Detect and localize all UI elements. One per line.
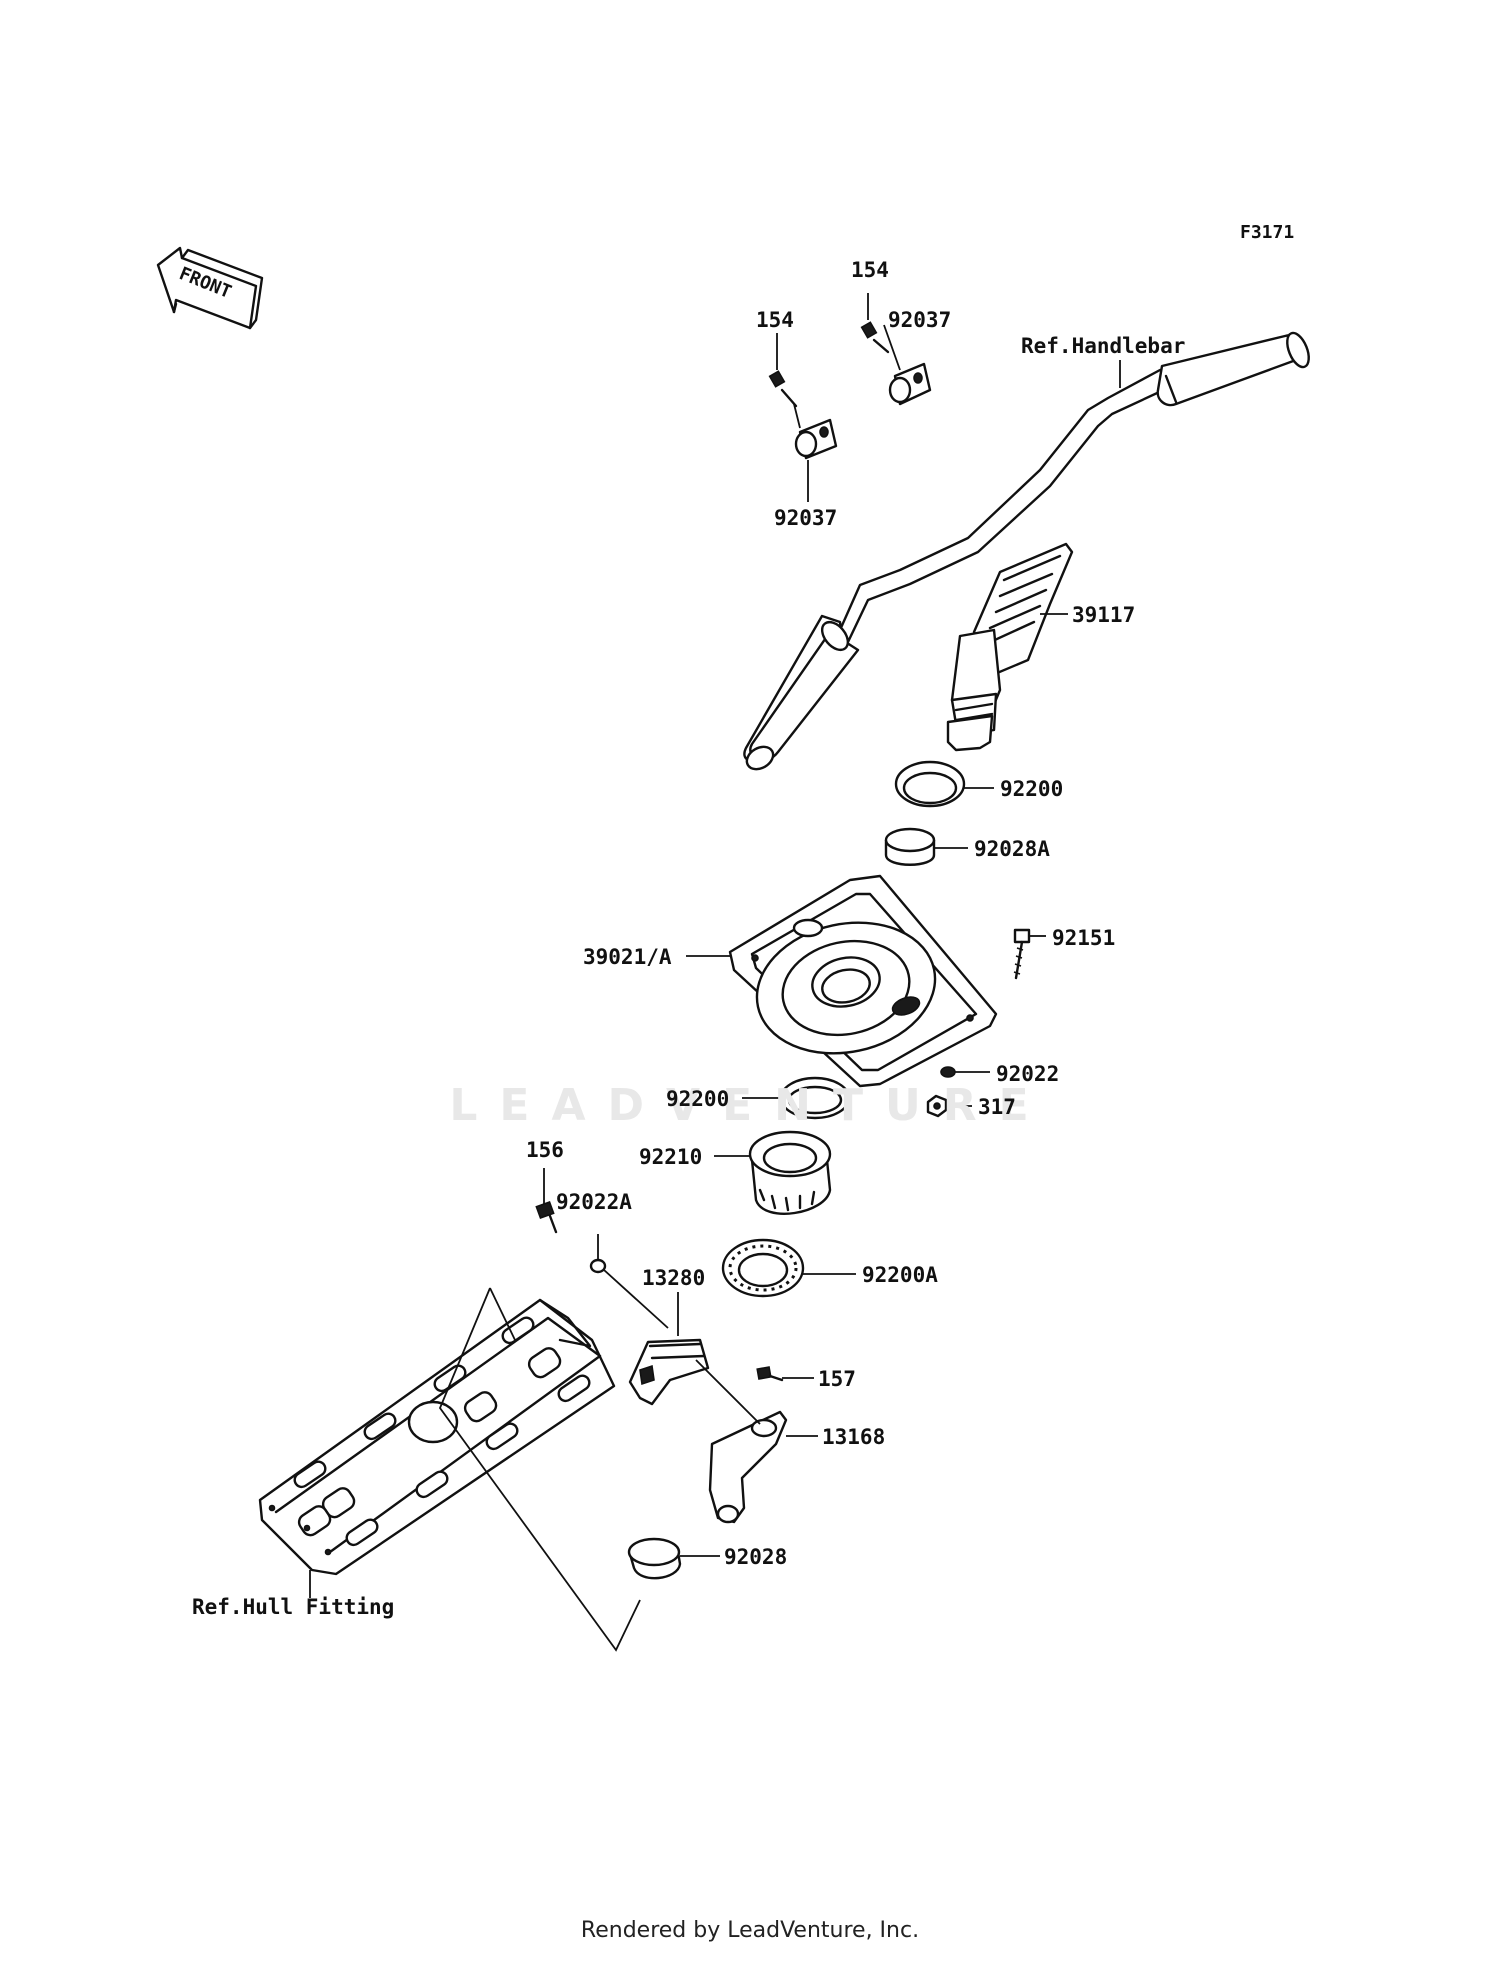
label-39117: 39117 [1072,603,1136,627]
bolt-154-left [768,370,798,408]
label-92028A: 92028A [974,837,1050,861]
clamp-92037-left [794,418,838,460]
lever-13168 [708,1410,788,1524]
hull-fitting [258,1298,616,1576]
label-39021A: 39021/A [583,945,672,969]
label-92210: 92210 [639,1145,703,1169]
label-92022A: 92022A [556,1190,632,1214]
throttle-cable-39117 [946,542,1074,752]
watermark: LEADVENTURE [449,1080,1051,1131]
washer-92022 [940,1066,956,1078]
steering-cover-39021A [728,874,998,1088]
label-92151: 92151 [1052,926,1116,950]
label-13280: 13280 [642,1266,706,1290]
bolt-157 [756,1366,784,1382]
nut-317 [926,1094,948,1118]
bolt-156 [535,1200,558,1234]
front-arrow-icon: FRONT [156,246,264,330]
label-317: 317 [978,1095,1016,1119]
bolt-92151 [1013,928,1031,980]
label-92200A: 92200A [862,1263,938,1287]
label-92037-right: 92037 [888,308,952,332]
leader-lines [309,293,1121,1652]
bushing-92210 [748,1130,832,1215]
handlebar [743,331,1310,771]
label-157: 157 [818,1367,856,1391]
ring-92200-top [894,760,966,808]
holder-13280 [628,1338,710,1406]
label-13168: 13168 [822,1425,886,1449]
bolt-154-right [860,321,890,354]
collar-92028A [884,827,936,866]
label-ref-hull-fitting: Ref.Hull Fitting [192,1595,395,1619]
washer-92022A [589,1258,607,1274]
label-92028: 92028 [724,1545,788,1569]
label-154-right: 154 [851,258,889,282]
label-ref-handlebar: Ref.Handlebar [1021,334,1186,358]
clamp-92037-right [888,362,932,406]
label-92200-mid: 92200 [666,1087,730,1111]
cap-92028 [627,1537,682,1580]
label-154-left: 154 [756,308,794,332]
label-92200-top: 92200 [1000,777,1064,801]
label-92037-left: 92037 [774,506,838,530]
figure-code: F3171 [1240,222,1295,243]
footer-credit: Rendered by LeadVenture, Inc. [580,1918,920,1943]
label-156: 156 [526,1138,564,1162]
label-92022: 92022 [996,1062,1060,1086]
plate-92200A [721,1238,805,1298]
